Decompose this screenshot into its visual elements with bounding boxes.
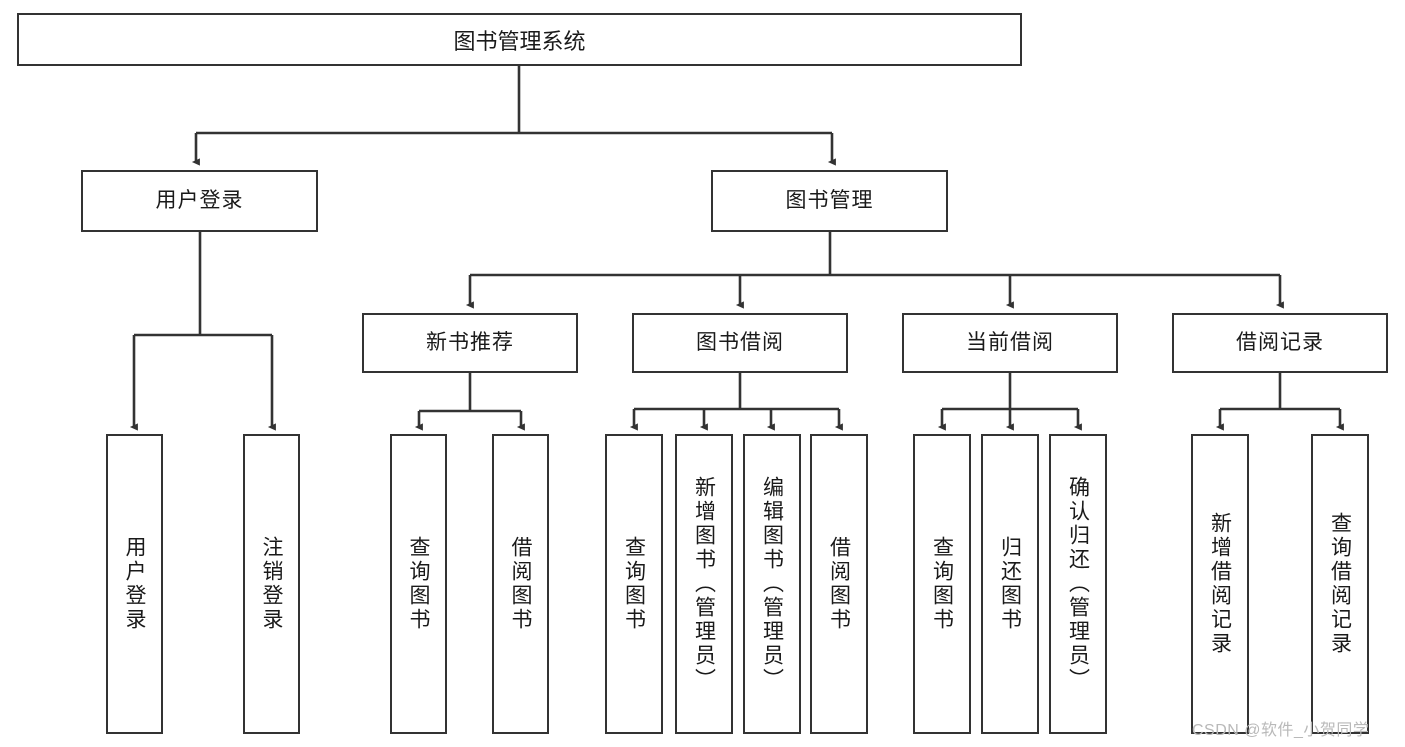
watermark-text: CSDN @软件_小贺同学 — [1192, 722, 1370, 739]
node-leaf-query-book-2-label: 查询图书 — [622, 536, 646, 632]
node-leaf-edit-book[interactable]: 编辑图书（管理员） — [743, 434, 801, 734]
node-leaf-query-book-3-label: 查询图书 — [930, 536, 954, 632]
node-book-manage[interactable]: 图书管理 — [711, 170, 948, 232]
node-leaf-user-login[interactable]: 用户登录 — [106, 434, 163, 734]
node-leaf-user-logout-label: 注销登录 — [260, 536, 283, 632]
node-user-login-label: 用户登录 — [155, 188, 244, 212]
node-book-manage-label: 图书管理 — [785, 188, 874, 212]
node-new-book-recommend-label: 新书推荐 — [426, 330, 514, 354]
node-borrow-record[interactable]: 借阅记录 — [1172, 313, 1388, 373]
node-leaf-user-logout[interactable]: 注销登录 — [243, 434, 300, 734]
node-current-borrow-label: 当前借阅 — [966, 330, 1054, 354]
node-leaf-query-book-1-label: 查询图书 — [407, 536, 430, 632]
node-leaf-confirm-return-label: 确认归还（管理员） — [1066, 476, 1090, 692]
node-borrow-record-label: 借阅记录 — [1236, 330, 1324, 354]
node-leaf-return-book-label: 归还图书 — [998, 536, 1022, 632]
node-leaf-return-book[interactable]: 归还图书 — [981, 434, 1039, 734]
node-leaf-edit-book-label: 编辑图书（管理员） — [760, 476, 784, 692]
node-leaf-add-book-label: 新增图书（管理员） — [692, 476, 716, 692]
node-leaf-add-record-label: 新增借阅记录 — [1208, 512, 1232, 656]
node-leaf-query-book-2[interactable]: 查询图书 — [605, 434, 663, 734]
node-leaf-query-book-3[interactable]: 查询图书 — [913, 434, 971, 734]
node-root[interactable]: 图书管理系统 — [17, 13, 1022, 66]
node-leaf-query-record-label: 查询借阅记录 — [1328, 512, 1352, 656]
node-book-borrow[interactable]: 图书借阅 — [632, 313, 848, 373]
node-leaf-query-record[interactable]: 查询借阅记录 — [1311, 434, 1369, 734]
node-leaf-add-record[interactable]: 新增借阅记录 — [1191, 434, 1249, 734]
node-current-borrow[interactable]: 当前借阅 — [902, 313, 1118, 373]
node-leaf-add-book[interactable]: 新增图书（管理员） — [675, 434, 733, 734]
node-leaf-confirm-return[interactable]: 确认归还（管理员） — [1049, 434, 1107, 734]
node-leaf-borrow-book-2-label: 借阅图书 — [827, 536, 851, 632]
node-leaf-borrow-book-1-label: 借阅图书 — [509, 536, 532, 632]
node-root-label: 图书管理系统 — [453, 28, 586, 54]
node-user-login[interactable]: 用户登录 — [81, 170, 318, 232]
node-leaf-borrow-book-1[interactable]: 借阅图书 — [492, 434, 549, 734]
node-leaf-borrow-book-2[interactable]: 借阅图书 — [810, 434, 868, 734]
node-book-borrow-label: 图书借阅 — [696, 330, 784, 354]
node-new-book-recommend[interactable]: 新书推荐 — [362, 313, 578, 373]
node-leaf-user-login-label: 用户登录 — [123, 536, 146, 632]
node-leaf-query-book-1[interactable]: 查询图书 — [390, 434, 447, 734]
